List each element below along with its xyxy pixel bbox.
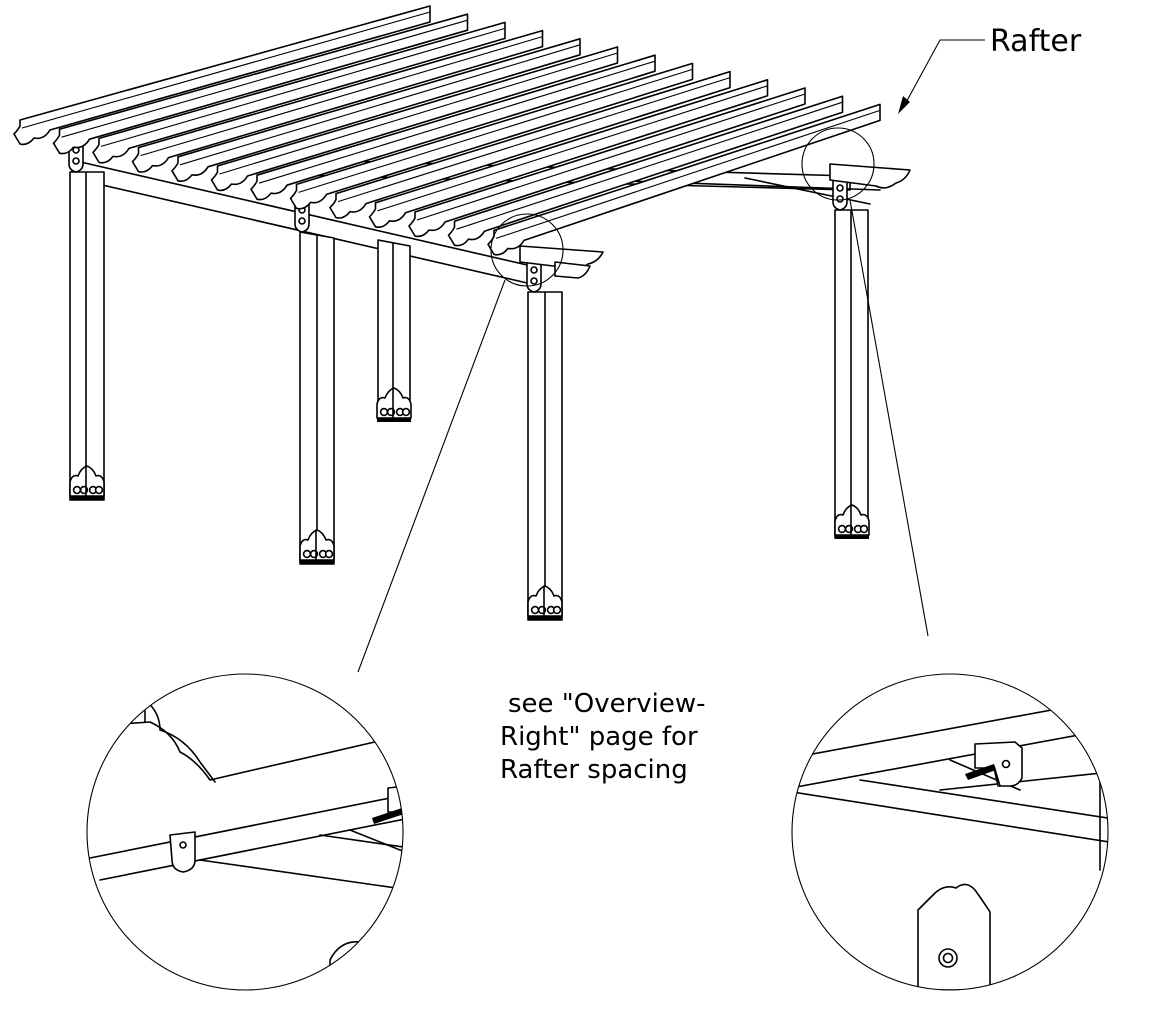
rafter bbox=[368, 79, 769, 228]
rafter-edge bbox=[456, 101, 843, 230]
rafter bbox=[52, 13, 469, 155]
beam-ends bbox=[519, 163, 911, 279]
rafter bbox=[447, 95, 844, 247]
post-back-middle bbox=[376, 239, 412, 423]
rafter-edge bbox=[61, 19, 468, 138]
rafter bbox=[92, 21, 506, 164]
post-front-right bbox=[527, 291, 563, 621]
note-line-1: see "Overview- bbox=[508, 689, 706, 719]
rafter-callout: Rafter bbox=[898, 24, 1082, 114]
detail-circle-left bbox=[490, 213, 564, 287]
detail-view-right bbox=[791, 673, 1109, 991]
rafter bbox=[131, 29, 544, 173]
rafter-edge bbox=[219, 52, 618, 175]
detail-leader-left bbox=[357, 279, 506, 673]
rafter-edge bbox=[179, 44, 581, 166]
rafter-edge bbox=[140, 36, 543, 157]
note-line-3: Rafter spacing bbox=[500, 755, 688, 785]
post-back-left bbox=[69, 171, 105, 501]
rafter bbox=[13, 5, 431, 146]
pergola-main-view bbox=[13, 5, 929, 673]
detail-circle-right bbox=[801, 127, 875, 201]
rafter bbox=[329, 70, 731, 219]
rafter-edge bbox=[258, 60, 656, 184]
post-far-right bbox=[834, 209, 870, 540]
rafter-edge bbox=[495, 109, 881, 239]
rafters bbox=[13, 5, 881, 256]
rafter bbox=[487, 103, 881, 256]
rafter-edge bbox=[416, 93, 806, 221]
note-line-2: Right" page for bbox=[500, 722, 698, 752]
rafter-edge bbox=[337, 77, 731, 203]
rafter bbox=[250, 54, 656, 201]
post-front-middle bbox=[299, 231, 335, 565]
detail-view-left bbox=[86, 673, 404, 991]
rafter-edge bbox=[100, 27, 506, 147]
rafter bbox=[289, 62, 694, 210]
rafter-edge bbox=[298, 68, 693, 193]
detail-leader-right bbox=[849, 199, 929, 637]
rafter bbox=[408, 87, 806, 238]
rafter-label: Rafter bbox=[990, 24, 1082, 59]
rafter bbox=[171, 38, 581, 182]
rafter bbox=[210, 46, 619, 192]
spacing-note: see "Overview- Right" page for Rafter sp… bbox=[500, 689, 706, 785]
rafter-edge bbox=[377, 85, 768, 212]
rafter-edge bbox=[21, 11, 431, 129]
